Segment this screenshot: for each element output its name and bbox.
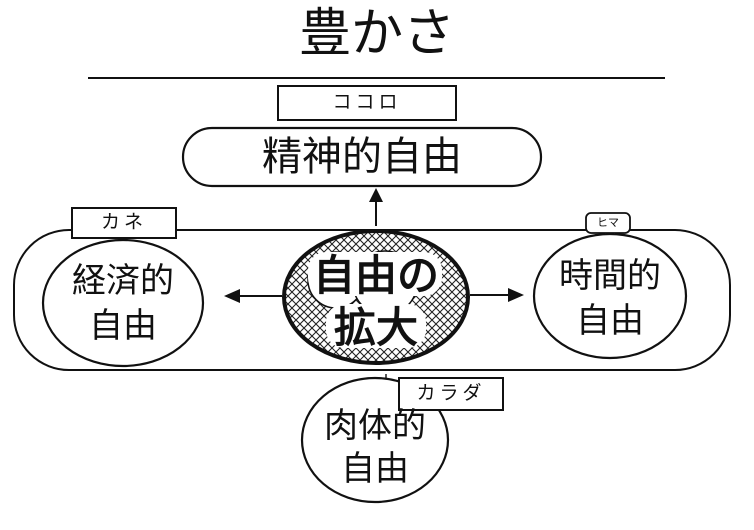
karada-tag-box (398, 377, 504, 411)
center-label-line2: 拡大 (333, 303, 418, 352)
time-freedom-ellipse (532, 232, 688, 360)
time-freedom-line1: 時間的 (559, 256, 661, 296)
center-text-backdrop-top (308, 252, 442, 296)
arrow-up-head (369, 188, 383, 202)
arrow-left-head (224, 289, 240, 303)
physical-freedom-line1: 肉体的 (324, 406, 426, 446)
economic-freedom-line2: 自由 (89, 306, 157, 346)
page-title: 豊かさ (298, 4, 455, 64)
kane-tag: カネ (100, 211, 147, 233)
center-label-line1: 自由の (312, 251, 439, 300)
kane-tag-box (71, 207, 177, 239)
economic-freedom-ellipse (41, 238, 205, 368)
arrow-right-head (508, 288, 524, 302)
time-freedom-line2: 自由 (576, 301, 644, 341)
kokoro-tag-box (277, 85, 457, 121)
karada-tag: カラダ (416, 382, 486, 404)
physical-freedom-line2: 自由 (341, 449, 409, 489)
spiritual-freedom-pill (181, 126, 543, 188)
spiritual-freedom-label: 精神的自由 (262, 134, 462, 180)
center-text-backdrop-bottom (326, 304, 426, 348)
economic-freedom-line1: 経済的 (72, 261, 174, 301)
hima-tag: ヒマ (597, 216, 619, 229)
kokoro-tag: ココロ (332, 91, 402, 113)
